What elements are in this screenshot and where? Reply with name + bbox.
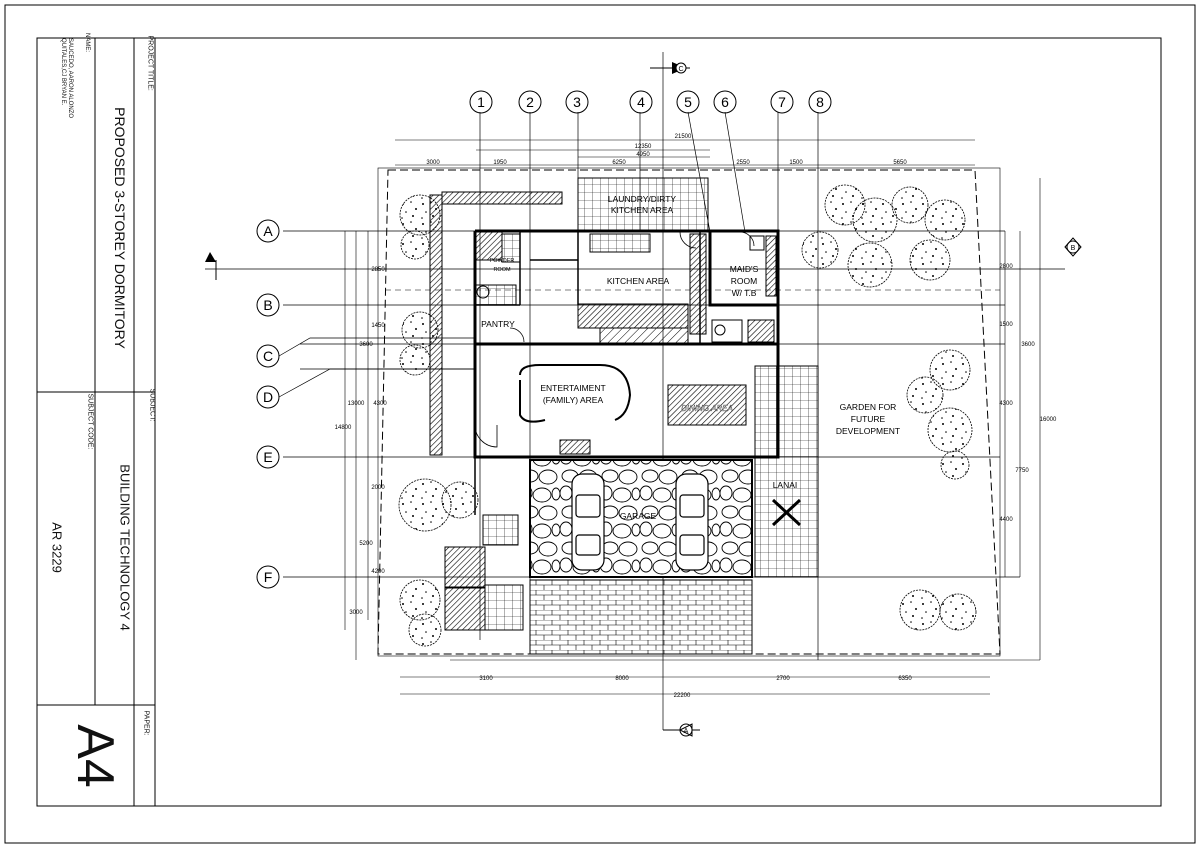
dim-right-3600: 3600	[1021, 342, 1035, 348]
dim-left-13000: 13000	[348, 401, 365, 407]
grid-col-8: 8	[816, 94, 824, 110]
grid-row-c: C	[263, 348, 273, 364]
grid-col-2: 2	[526, 94, 534, 110]
dim-left-1450: 1450	[371, 323, 385, 329]
grid-row-e: E	[263, 449, 272, 465]
grid-col-3: 3	[573, 94, 581, 110]
room-lanai-label: LANAI	[773, 480, 798, 490]
dim-bot-total: 22200	[674, 693, 691, 699]
grid-col-1: 1	[477, 94, 485, 110]
room-garden-label-1: GARDEN FOR	[840, 402, 897, 412]
section-mark-right: B	[1071, 245, 1076, 252]
room-laundry-label-2: KITCHEN AREA	[611, 205, 674, 215]
dim-bot-2700: 2700	[776, 676, 790, 682]
grid-col-5: 5	[684, 94, 692, 110]
grid-col-7: 7	[778, 94, 786, 110]
dim-left-2850: 2850	[371, 267, 385, 273]
dim-right-4400: 4400	[999, 517, 1013, 523]
dim-left-5200: 5200	[359, 541, 373, 547]
dim-bot-3100: 3100	[479, 676, 493, 682]
dim-right-2800: 2800	[999, 264, 1013, 270]
dim-left-4300: 4300	[373, 401, 387, 407]
room-maids-label-1: MAID'S	[730, 264, 759, 274]
room-powder-label-1: POWDER	[490, 258, 515, 264]
dim-right-7750: 7750	[1015, 468, 1029, 474]
dim-top-3000: 3000	[426, 160, 440, 166]
dim-left-2000: 2000	[371, 485, 385, 491]
dim-top-1950: 1950	[493, 160, 507, 166]
project-title-label: PROJECT TITLE:	[146, 35, 154, 91]
room-laundry-label: LAUNDRY/DIRTY	[608, 194, 677, 204]
dim-top-5650: 5650	[893, 160, 907, 166]
room-powder-label-2: ROOM	[493, 267, 511, 273]
room-maids-label-2: ROOM	[731, 276, 757, 286]
dim-right-1500: 1500	[999, 322, 1013, 328]
dim-left-14800: 14800	[335, 425, 352, 431]
dim-top-2550: 2550	[736, 160, 750, 166]
dim-top-4950: 4950	[636, 152, 650, 158]
dim-right-4300: 4300	[999, 401, 1013, 407]
dim-top-12350: 12350	[635, 144, 652, 150]
room-kitchen-label: KITCHEN AREA	[607, 276, 670, 286]
subject: BUILDING TECHNOLOGY 4	[117, 464, 133, 631]
room-maids-label-3: W/ T.B	[732, 288, 757, 298]
room-entertainment-label-1: ENTERTAIMENT	[540, 383, 605, 393]
dim-left-4200: 4200	[371, 569, 385, 575]
section-mark-top: C	[678, 66, 683, 73]
name-label: NAME:	[84, 33, 90, 53]
room-pantry-label: PANTRY	[481, 319, 515, 329]
room-garden-label-2: FUTURE	[851, 414, 886, 424]
dim-bot-8000: 8000	[615, 676, 629, 682]
dim-top-total: 21500	[675, 134, 692, 140]
subject-label: SUBJECT:	[148, 388, 156, 422]
dim-left-3000: 3000	[349, 610, 363, 616]
dim-top-6250: 6250	[612, 160, 626, 166]
grid-col-4: 4	[637, 94, 645, 110]
subject-code: AR 3229	[49, 522, 65, 573]
room-dining-label: DINING AREA	[681, 404, 733, 413]
section-mark-bottom: A	[684, 728, 689, 735]
name-line-2: QUITALES,CJ BRYAN E.	[60, 38, 66, 106]
subject-code-label: SUBJECT CODE:	[86, 393, 94, 450]
name-line-1: SAUCEDO, AARON ALONZO	[67, 38, 73, 119]
dim-top-1500: 1500	[789, 160, 803, 166]
grid-col-6: 6	[721, 94, 729, 110]
room-garden-label-3: DEVELOPMENT	[836, 426, 900, 436]
room-garage-label: GARAGE	[620, 511, 657, 521]
grid-row-f: F	[264, 569, 273, 585]
dim-left-3600: 3600	[359, 342, 373, 348]
grid-row-b: B	[263, 297, 272, 313]
dim-bot-6350: 6350	[898, 676, 912, 682]
project-title: PROPOSED 3-STOREY DORMITORY	[112, 107, 128, 349]
paper-label: PAPER:	[142, 710, 150, 736]
grid-row-d: D	[263, 389, 273, 405]
paper-size: A4	[66, 724, 124, 788]
grid-row-a: A	[263, 223, 273, 239]
dim-right-16000: 16000	[1040, 417, 1057, 423]
room-entertainment-label-2: (FAMILY) AREA	[543, 395, 604, 405]
